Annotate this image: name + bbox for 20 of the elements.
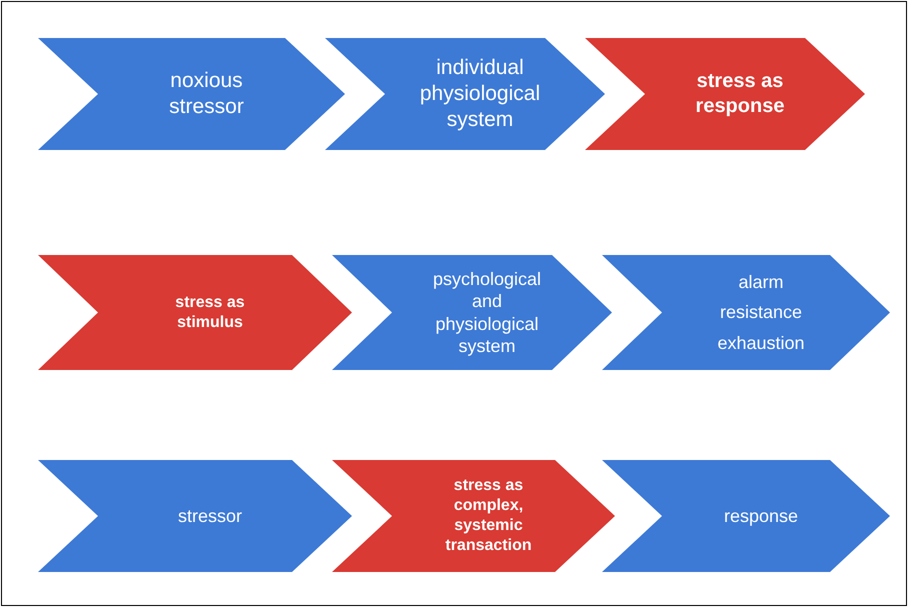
chevron-shape (602, 460, 890, 572)
chevron-shape (38, 38, 345, 150)
chevron-label: alarm (738, 270, 784, 294)
chevron-label: response (724, 504, 798, 528)
chevron-label: stress as stimulus (174, 292, 246, 332)
chevron-label: resistance (720, 301, 802, 324)
chevron-label: psychological and physiological system (432, 268, 542, 358)
chevron-shape (332, 460, 615, 572)
chevron-shape (602, 255, 890, 370)
chevron-shape (325, 38, 605, 150)
chevron-label: exhaustion (717, 332, 805, 354)
chevron-label: individual physiological system (418, 54, 542, 134)
chevron-shape (38, 460, 352, 572)
chevron-label: stressor (178, 504, 242, 528)
chevron-label: stress as complex, systemic transaction (444, 476, 533, 556)
chevron-shape (38, 255, 352, 370)
chevron-shape (585, 38, 865, 150)
chevron-label: stress as response (694, 69, 786, 119)
chevron-shape (332, 255, 612, 370)
chevron-label: noxious stressor (168, 68, 245, 120)
